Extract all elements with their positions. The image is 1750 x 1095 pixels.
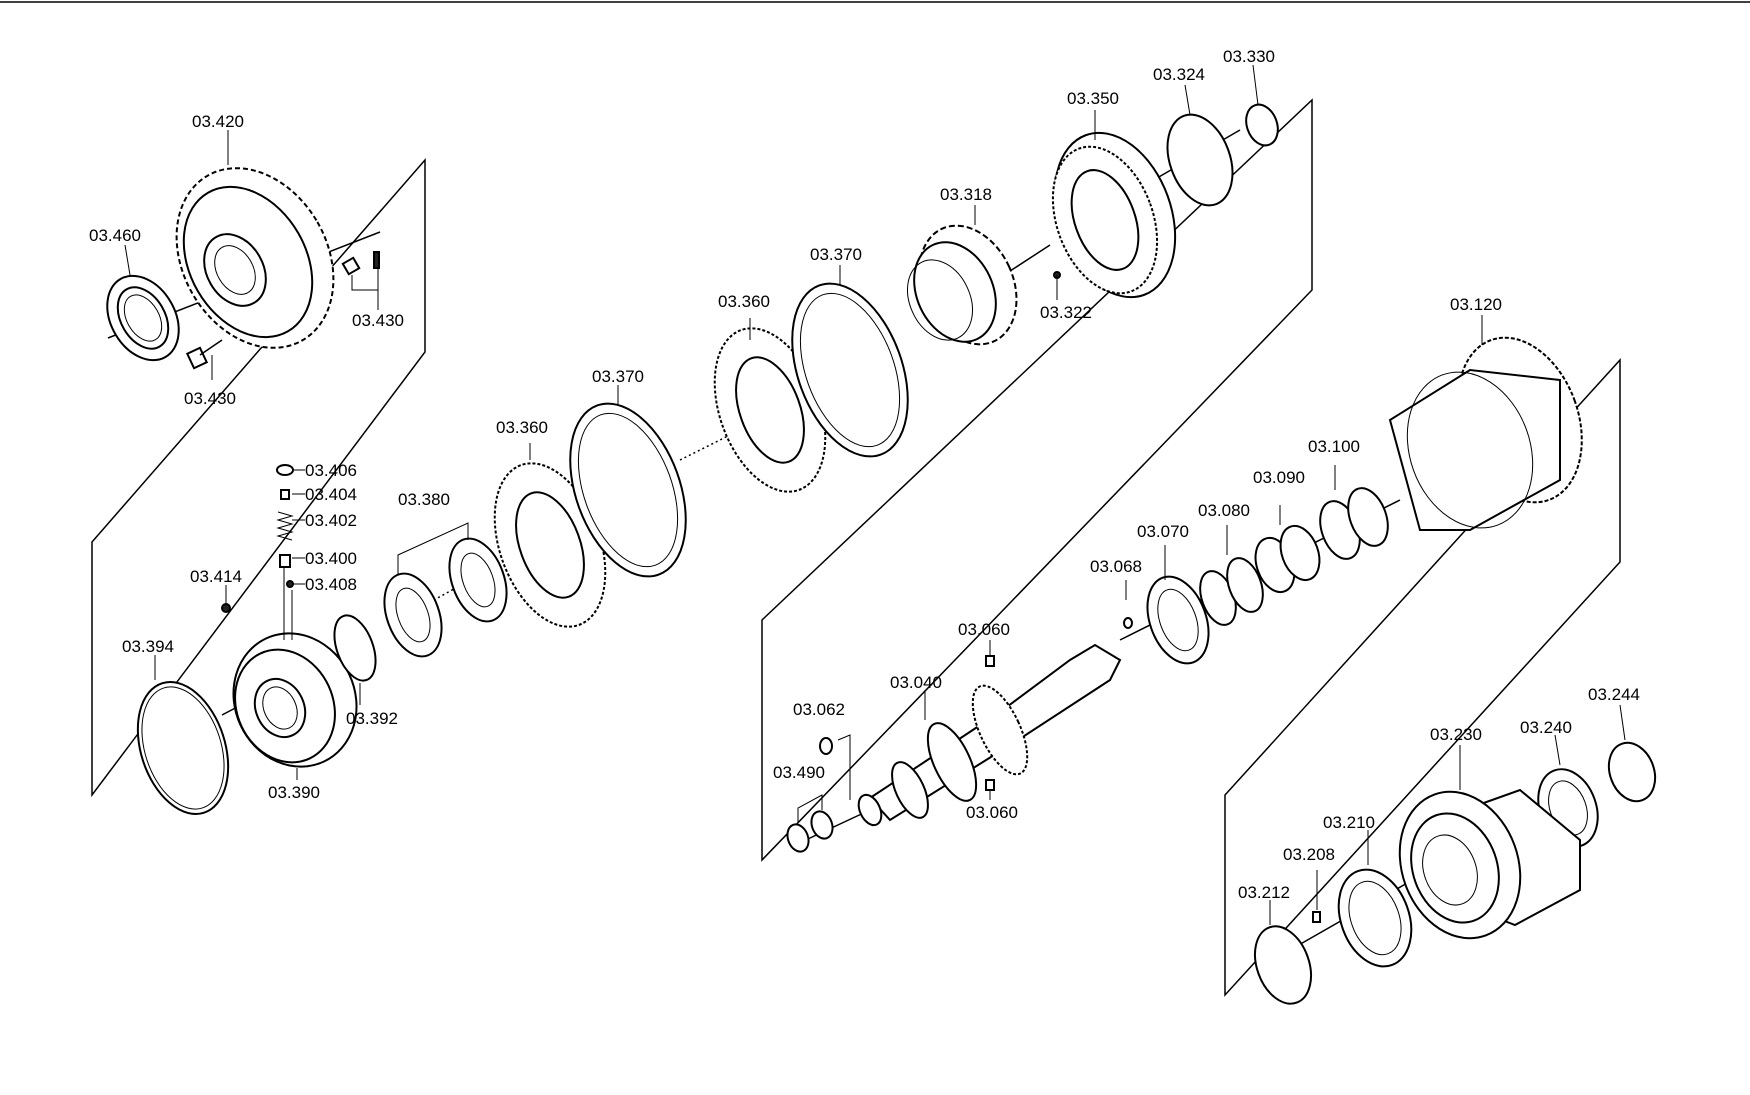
label-03-324: 03.324 <box>1153 65 1205 84</box>
label-03-420: 03.420 <box>192 112 244 131</box>
label-03-360-a: 03.360 <box>496 418 548 437</box>
part-03-414 <box>221 603 231 613</box>
piston-03-390 <box>232 632 358 768</box>
label-03-400: 03.400 <box>305 549 357 568</box>
label-03-208: 03.208 <box>1283 845 1335 864</box>
steel-disc-03-370-b <box>791 282 909 458</box>
label-03-394: 03.394 <box>122 637 174 656</box>
label-03-402: 03.402 <box>305 511 357 530</box>
part-03-068 <box>1123 617 1133 629</box>
label-03-060-top: 03.060 <box>958 620 1010 639</box>
sleeve-03-090 <box>1254 524 1321 594</box>
label-03-062: 03.062 <box>793 700 845 719</box>
snap-ring-03-392 <box>333 614 377 682</box>
label-03-350: 03.350 <box>1067 89 1119 108</box>
label-03-392: 03.392 <box>346 709 398 728</box>
ring-03-212 <box>1253 925 1313 1005</box>
ring-03-394 <box>136 681 230 815</box>
label-03-212: 03.212 <box>1238 883 1290 902</box>
label-03-120: 03.120 <box>1450 295 1502 314</box>
rings-03-490 <box>786 794 834 853</box>
pin-03-430 <box>341 251 380 310</box>
label-03-430-bolt: 03.430 <box>184 389 236 408</box>
label-03-370-b: 03.370 <box>810 245 862 264</box>
label-03-060-bottom: 03.060 <box>966 803 1018 822</box>
axis-dash-1 <box>424 579 471 606</box>
snap-ring-03-244 <box>1607 741 1657 803</box>
friction-disc-03-360-b <box>713 327 827 493</box>
snap-ring-03-330 <box>1245 103 1279 147</box>
label-03-090: 03.090 <box>1253 468 1305 487</box>
bearing-03-460 <box>106 274 180 362</box>
leader-lines <box>124 64 1626 925</box>
discs-03-380 <box>383 522 508 658</box>
bearing-03-230 <box>1398 788 1581 940</box>
gear-03-420 <box>175 167 335 349</box>
ring-03-324 <box>1166 113 1234 207</box>
group-frame-shaft <box>761 98 1313 862</box>
plug-03-060-b <box>985 779 995 791</box>
label-03-070: 03.070 <box>1137 522 1189 541</box>
label-03-460: 03.460 <box>89 226 141 245</box>
label-03-390: 03.390 <box>268 783 320 802</box>
shaft-03-040 <box>857 643 1122 827</box>
carrier-03-318 <box>907 224 1018 346</box>
steel-disc-03-370-a <box>569 402 687 578</box>
valve-stack <box>276 464 305 640</box>
drum-03-120 <box>1388 336 1583 531</box>
label-03-318: 03.318 <box>940 185 992 204</box>
label-03-404: 03.404 <box>305 485 357 504</box>
label-03-430-pin: 03.430 <box>352 311 404 330</box>
label-03-100: 03.100 <box>1308 437 1360 456</box>
label-03-080: 03.080 <box>1198 501 1250 520</box>
bearing-03-210 <box>1337 868 1413 968</box>
clutch-pack-03-350 <box>1051 131 1177 299</box>
label-03-068: 03.068 <box>1090 557 1142 576</box>
part-labels: 03.420 03.460 03.430 03.430 03.350 03.32… <box>89 47 1640 902</box>
label-03-490: 03.490 <box>773 763 825 782</box>
sleeve-03-100 <box>1319 487 1389 560</box>
label-03-330: 03.330 <box>1223 47 1275 66</box>
label-03-040: 03.040 <box>890 673 942 692</box>
plug-03-060-a <box>985 655 995 667</box>
label-03-322: 03.322 <box>1040 303 1092 322</box>
label-03-230: 03.230 <box>1430 725 1482 744</box>
bearing-03-070 <box>1146 575 1210 665</box>
label-03-210: 03.210 <box>1323 813 1375 832</box>
plug-03-062 <box>819 737 833 755</box>
label-03-244: 03.244 <box>1588 685 1640 704</box>
label-03-408: 03.408 <box>305 575 357 594</box>
label-03-240: 03.240 <box>1520 718 1572 737</box>
label-03-370-a: 03.370 <box>592 367 644 386</box>
label-03-360-b: 03.360 <box>718 292 770 311</box>
bolt-03-430 <box>185 339 223 380</box>
label-03-414: 03.414 <box>190 567 242 586</box>
label-03-406: 03.406 <box>305 461 357 480</box>
label-03-380: 03.380 <box>398 490 450 509</box>
sleeve-03-080 <box>1199 557 1264 626</box>
part-03-208 <box>1312 911 1321 923</box>
